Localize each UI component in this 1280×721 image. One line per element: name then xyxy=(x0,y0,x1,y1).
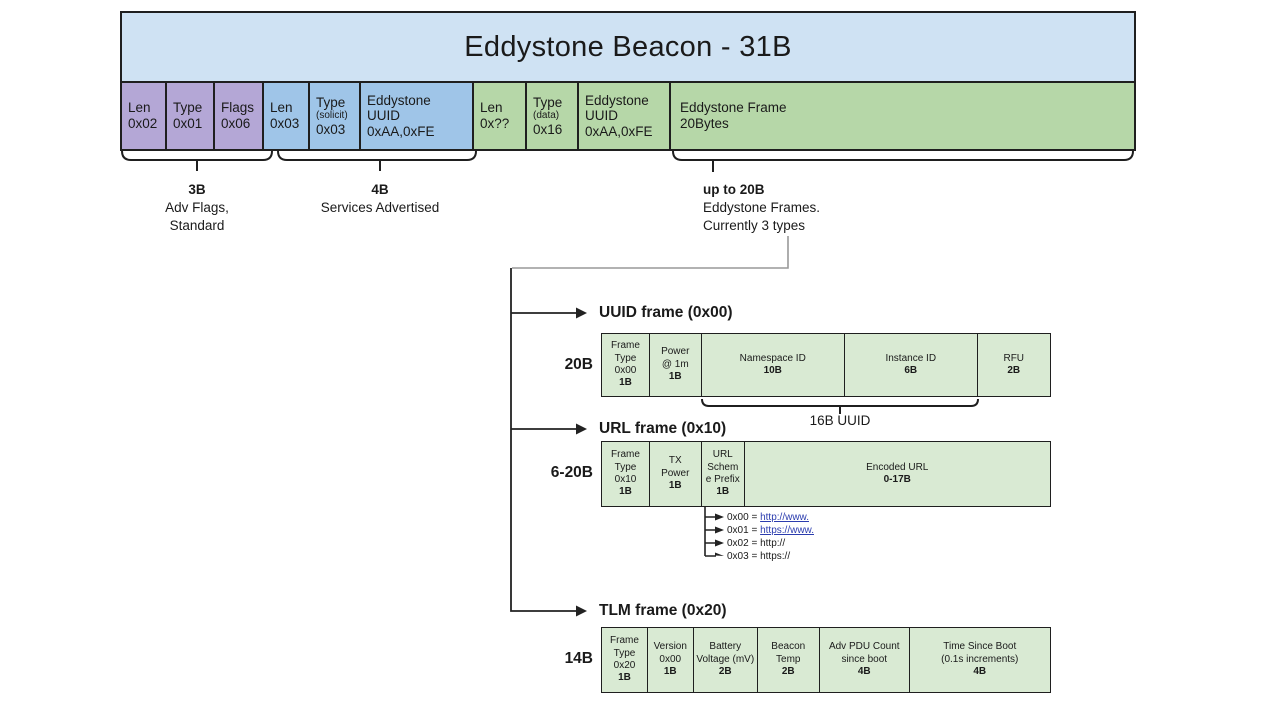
url-frame-size: 6-20B xyxy=(550,464,593,481)
cell-solicit-uuid: Eddystone UUID 0xAA,0xFE xyxy=(359,81,474,151)
frame-cell: Version 0x00 1B xyxy=(646,627,694,693)
frame-cell: Encoded URL 0-17B xyxy=(743,441,1051,507)
scheme-arrowhead xyxy=(715,539,724,547)
url-arrowhead xyxy=(576,423,587,435)
url-scheme-row: 0x01 = https://www. xyxy=(727,525,814,536)
cell-adv-flags: Flags 0x06 xyxy=(213,81,264,151)
url-scheme-row: 0x02 = http:// xyxy=(727,538,786,549)
brace-16b-uuid xyxy=(701,398,979,407)
url-frame-table: Frame Type 0x10 1B TX Power 1B URL Schem… xyxy=(601,441,1051,507)
frame-cell: Time Since Boot (0.1s increments) 4B xyxy=(908,627,1051,693)
cell-data-len: Len 0x?? xyxy=(472,81,527,151)
brace-4b xyxy=(277,150,477,161)
url-frame-heading: URL frame (0x10) xyxy=(599,420,727,437)
frame-cell: Power @ 1m 1B xyxy=(648,333,702,397)
frame-cell: Frame Type 0x10 1B xyxy=(601,441,650,507)
label-3b: 3B Adv Flags, Standard xyxy=(165,182,229,233)
uuid-frame-size: 20B xyxy=(564,356,593,373)
cell-solicit-type: Type (solicit) 0x03 xyxy=(308,81,361,151)
frame-cell: TX Power 1B xyxy=(648,441,702,507)
frame-cell: Namespace ID 10B xyxy=(700,333,845,397)
frame-trunk-line xyxy=(510,268,577,612)
cell-adv-len: Len 0x02 xyxy=(120,81,167,151)
cell-data-type: Type (data) 0x16 xyxy=(525,81,579,151)
tlm-frame-heading: TLM frame (0x20) xyxy=(599,602,727,619)
label-4b: 4B Services Advertised xyxy=(320,182,440,215)
frame-cell: Beacon Temp 2B xyxy=(756,627,820,693)
tlm-arrowhead xyxy=(576,605,587,617)
adv-packet-row: Len 0x02 Type 0x01 Flags 0x06 Len 0x03 T… xyxy=(120,81,1136,151)
uuid-arrowhead xyxy=(576,307,587,319)
frame-cell: Battery Voltage (mV) 2B xyxy=(692,627,758,693)
scheme-tree-line xyxy=(704,501,716,557)
page-title: Eddystone Beacon - 31B xyxy=(464,30,792,63)
frame-cell: Instance ID 6B xyxy=(843,333,978,397)
label-up-to-20b: up to 20B Eddystone Frames. Currently 3 … xyxy=(703,182,821,233)
frame-cell: URL Schem e Prefix 1B xyxy=(700,441,745,507)
url-scheme-link[interactable]: http://www. xyxy=(760,512,809,523)
url-scheme-text: https:// xyxy=(760,551,791,562)
tlm-frame-size: 14B xyxy=(564,650,593,667)
url-scheme-text: http:// xyxy=(760,538,786,549)
uuid-frame-heading: UUID frame (0x00) xyxy=(599,304,733,321)
brace-3b xyxy=(121,150,273,161)
frame-cell: RFU 2B xyxy=(976,333,1051,397)
url-scheme-row: 0x03 = https:// xyxy=(727,551,791,562)
url-scheme-row: 0x00 = http://www. xyxy=(727,512,809,523)
label-connector-line xyxy=(512,236,789,269)
scheme-arrowhead xyxy=(715,513,724,521)
cell-solicit-len: Len 0x03 xyxy=(262,81,310,151)
uuid-16b-label: 16B UUID xyxy=(809,413,871,428)
url-scheme-link[interactable]: https://www. xyxy=(760,525,814,536)
frame-cell: Adv PDU Count since boot 4B xyxy=(818,627,910,693)
cell-data-uuid: Eddystone UUID 0xAA,0xFE xyxy=(577,81,671,151)
cell-eddystone-frame: Eddystone Frame 20Bytes xyxy=(669,81,1136,151)
tlm-frame-table: Frame Type 0x20 1B Version 0x00 1B Batte… xyxy=(601,627,1051,693)
cell-adv-type: Type 0x01 xyxy=(165,81,215,151)
uuid-frame-table: Frame Type 0x00 1B Power @ 1m 1B Namespa… xyxy=(601,333,1051,397)
frame-cell: Frame Type 0x00 1B xyxy=(601,333,650,397)
scheme-arrowhead xyxy=(715,552,724,560)
brace-20b xyxy=(672,150,1134,161)
scheme-arrowhead xyxy=(715,526,724,534)
frame-cell: Frame Type 0x20 1B xyxy=(601,627,648,693)
diagram-title-banner: Eddystone Beacon - 31B xyxy=(120,11,1136,83)
